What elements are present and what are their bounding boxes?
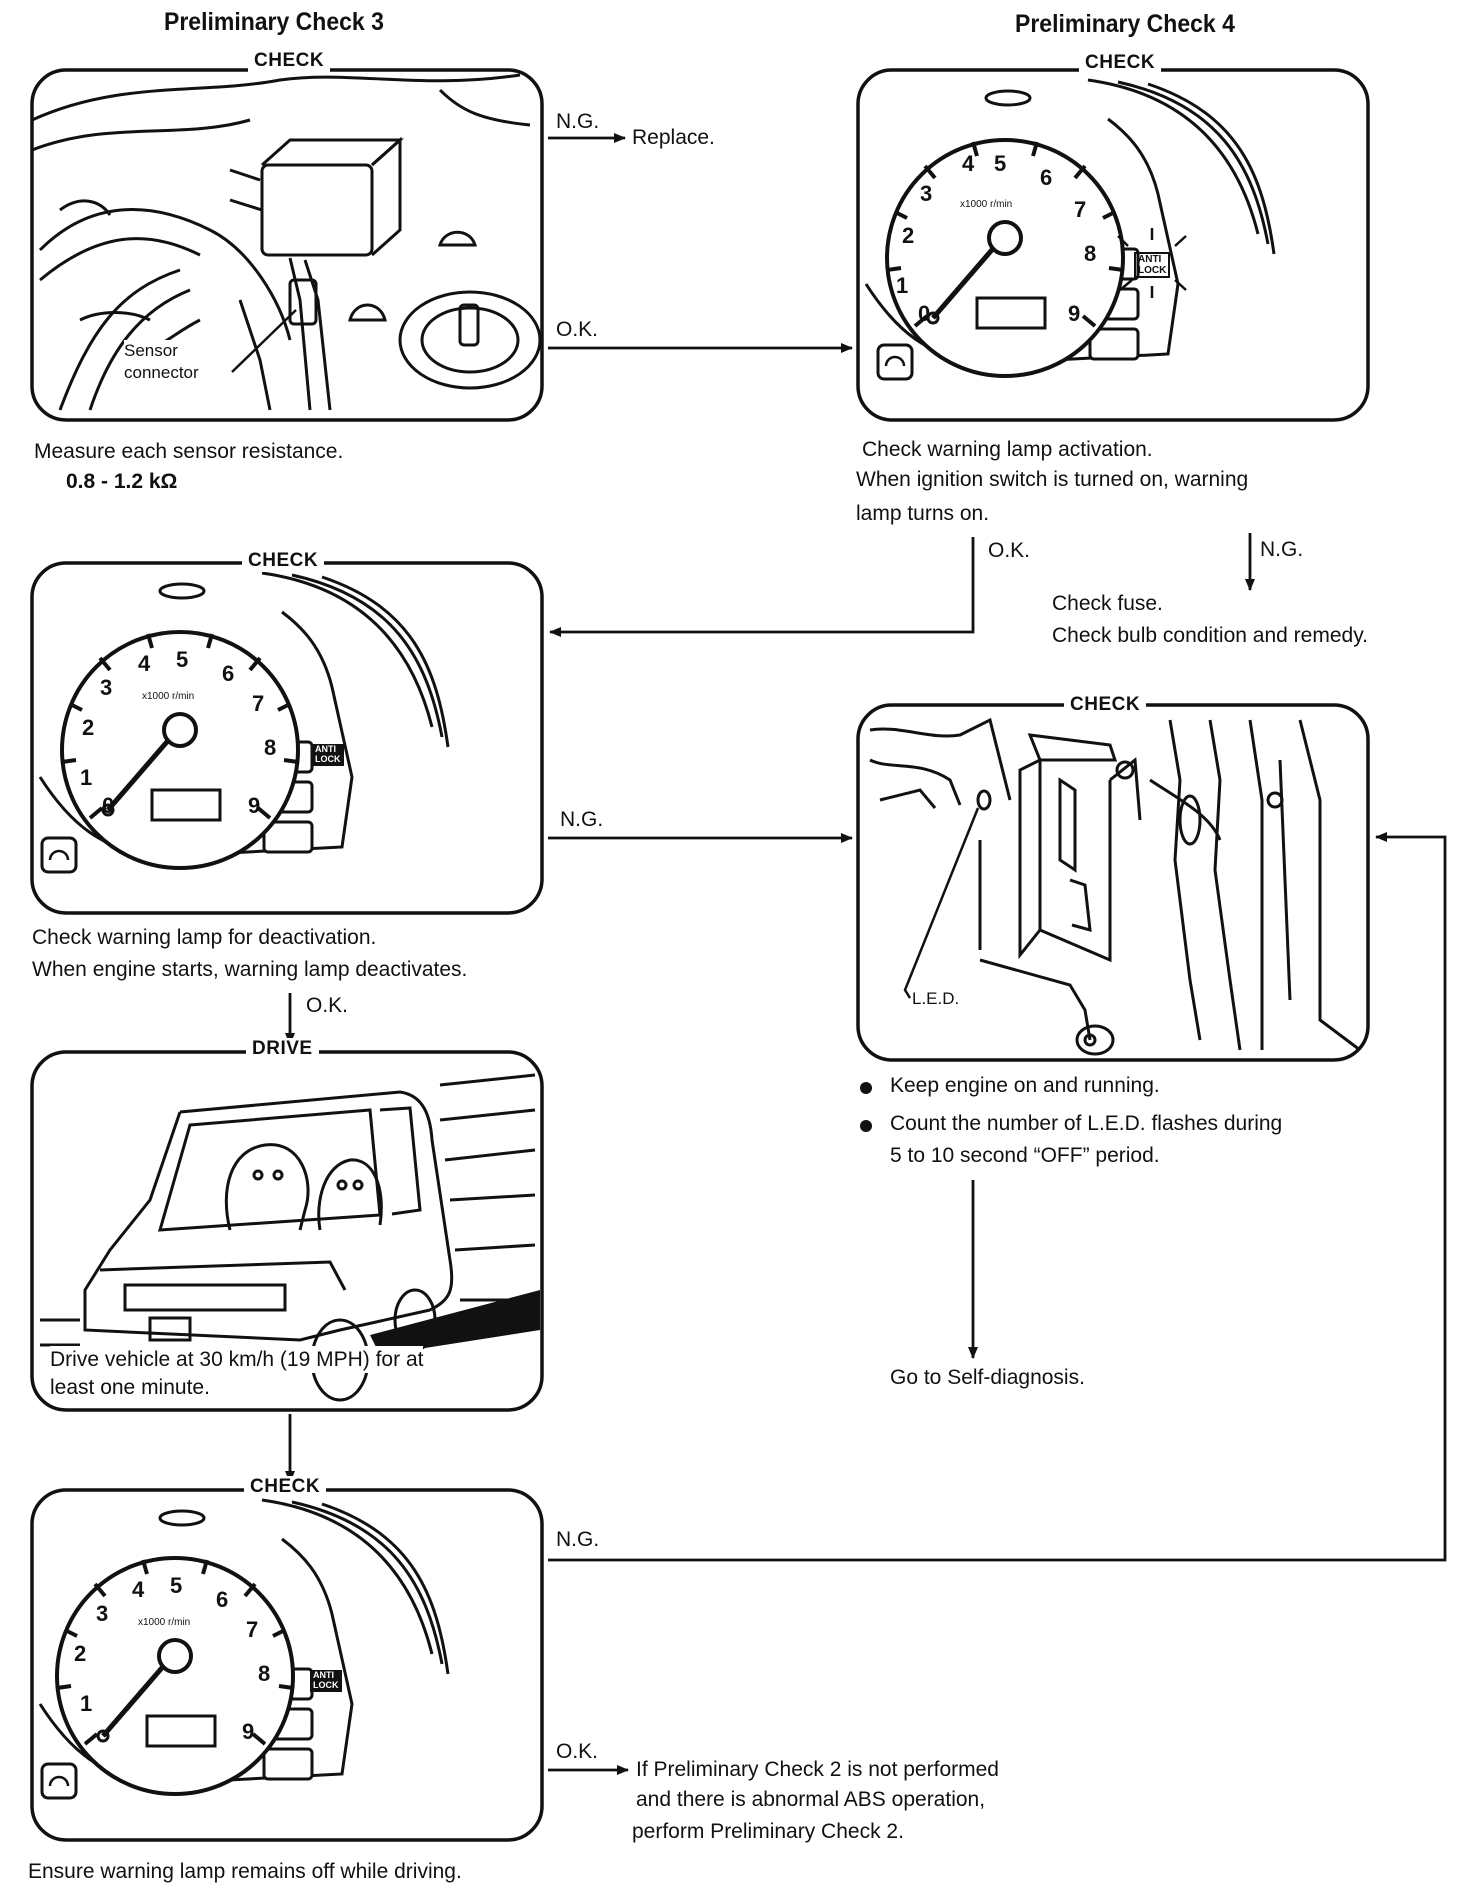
deactivation-tag: CHECK bbox=[242, 550, 325, 572]
check4-line1: Check warning lamp activation. bbox=[862, 438, 1153, 461]
check4-panel bbox=[856, 68, 1370, 422]
final-caption: Ensure warning lamp remains off while dr… bbox=[28, 1860, 462, 1883]
check4-ng-action-1: Check fuse. bbox=[1052, 592, 1163, 615]
check4-ng-label: N.G. bbox=[1260, 538, 1304, 561]
final-ok-line3: perform Preliminary Check 2. bbox=[632, 1820, 904, 1843]
led-bullet2a: Count the number of L.E.D. flashes durin… bbox=[890, 1112, 1283, 1135]
drive-line2: least one minute. bbox=[50, 1374, 210, 1402]
deactivation-line1: Check warning lamp for deactivation. bbox=[32, 926, 377, 949]
bullet-1 bbox=[860, 1082, 872, 1094]
sensor-label-2: connector bbox=[124, 362, 199, 385]
drive-tag: DRIVE bbox=[246, 1038, 319, 1060]
sensor-label-1: Sensor bbox=[124, 340, 178, 363]
check4-line2: When ignition switch is turned on, warni… bbox=[856, 468, 1249, 491]
deactivation-ng-label: N.G. bbox=[560, 808, 604, 831]
check3-tag: CHECK bbox=[248, 50, 331, 72]
check4-ng-action-2: Check bulb condition and remedy. bbox=[1052, 624, 1368, 647]
flow-arrows bbox=[285, 133, 1447, 1775]
final-panel bbox=[30, 1488, 544, 1842]
check3-panel bbox=[30, 68, 544, 422]
deactivation-ok-label: O.K. bbox=[306, 994, 349, 1017]
check3-title: Preliminary Check 3 bbox=[164, 8, 384, 36]
check3-measure-text: Measure each sensor resistance. bbox=[34, 440, 344, 463]
check4-ok-label: O.K. bbox=[988, 539, 1031, 562]
check4-title: Preliminary Check 4 bbox=[1015, 10, 1235, 38]
final-ok-line2: and there is abnormal ABS operation, bbox=[636, 1788, 986, 1811]
led-tag: CHECK bbox=[1064, 694, 1147, 716]
check3-ok-label: O.K. bbox=[556, 318, 599, 341]
check3-ng-label: N.G. bbox=[556, 110, 600, 133]
check3-resistance: 0.8 - 1.2 kΩ bbox=[66, 470, 178, 493]
check4-line3: lamp turns on. bbox=[856, 502, 990, 525]
led-bullet2b: 5 to 10 second “OFF” period. bbox=[890, 1144, 1160, 1167]
led-goto: Go to Self-diagnosis. bbox=[890, 1366, 1085, 1389]
led-panel bbox=[856, 703, 1370, 1062]
check4-tag: CHECK bbox=[1079, 52, 1162, 74]
deactivation-line2: When engine starts, warning lamp deactiv… bbox=[32, 958, 468, 981]
final-ok-line1: If Preliminary Check 2 is not performed bbox=[636, 1758, 999, 1781]
led-bullet1: Keep engine on and running. bbox=[890, 1074, 1160, 1097]
drive-line1: Drive vehicle at 30 km/h (19 MPH) for at bbox=[50, 1346, 424, 1374]
replace-text: Replace. bbox=[632, 126, 715, 149]
led-label: L.E.D. bbox=[912, 989, 960, 1008]
bullet-2 bbox=[860, 1120, 872, 1132]
deactivation-panel bbox=[30, 561, 544, 915]
final-ok-label: O.K. bbox=[556, 1740, 599, 1763]
final-ng-label: N.G. bbox=[556, 1528, 600, 1551]
final-tag: CHECK bbox=[244, 1476, 327, 1498]
